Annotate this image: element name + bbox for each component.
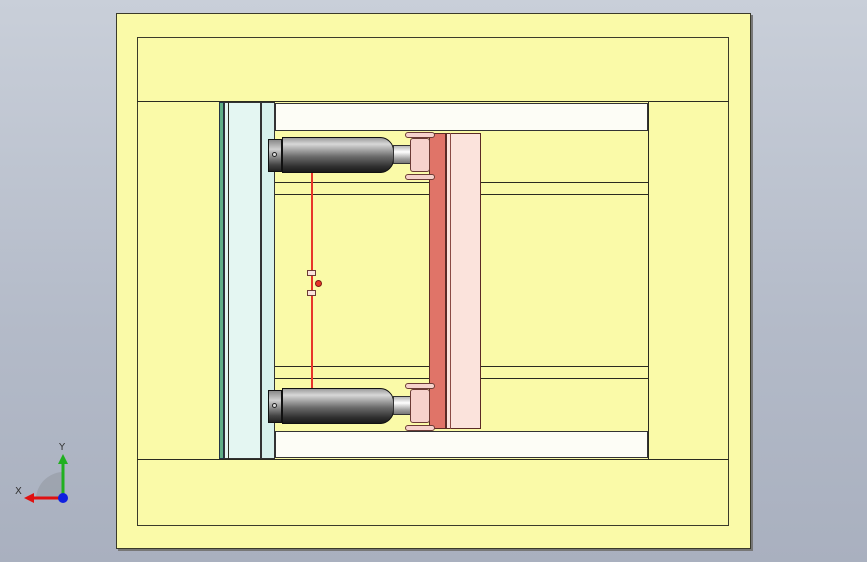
lower-rod-clevis [410,389,430,423]
triad-y-label: Y [59,442,66,453]
upper-rod-clevis [410,138,430,172]
top-band-line [137,101,729,102]
pocket-right-edge [648,102,649,459]
tie-rod-fitting-top [307,270,316,276]
triad-icon [24,454,68,503]
tie-rod-fitting-knob [315,280,322,287]
upper-clevis-tab-top [405,132,435,138]
lower-cylinder-cap-bolt [272,403,277,408]
upper-clevis-tab-bottom [405,174,435,180]
fixed-plate-inner-line [228,102,229,459]
lower-clevis-tab-top [405,383,435,389]
inner-frame-border [137,37,729,526]
lower-cylinder-barrel [282,388,394,424]
upper-cylinder-barrel [282,137,394,173]
moving-platen-red [429,133,446,429]
fixed-plate-cyan [224,102,261,459]
moving-platen-pink [446,133,481,429]
coordinate-triad: Y X [12,440,72,510]
moving-platen-pink-line [450,133,451,429]
top-guide-rail [275,103,648,131]
triad-x-label: X [15,486,22,497]
upper-cylinder-cap-bolt [272,152,277,157]
lower-clevis-tab-bottom [405,425,435,431]
tie-rod [311,173,313,388]
fixed-plate-green-edge [219,102,224,459]
fixed-plate-cyan-2 [261,102,275,459]
tie-rod-fitting-bottom [307,290,316,296]
bottom-band-line [137,459,729,460]
bottom-guide-rail [275,431,648,458]
